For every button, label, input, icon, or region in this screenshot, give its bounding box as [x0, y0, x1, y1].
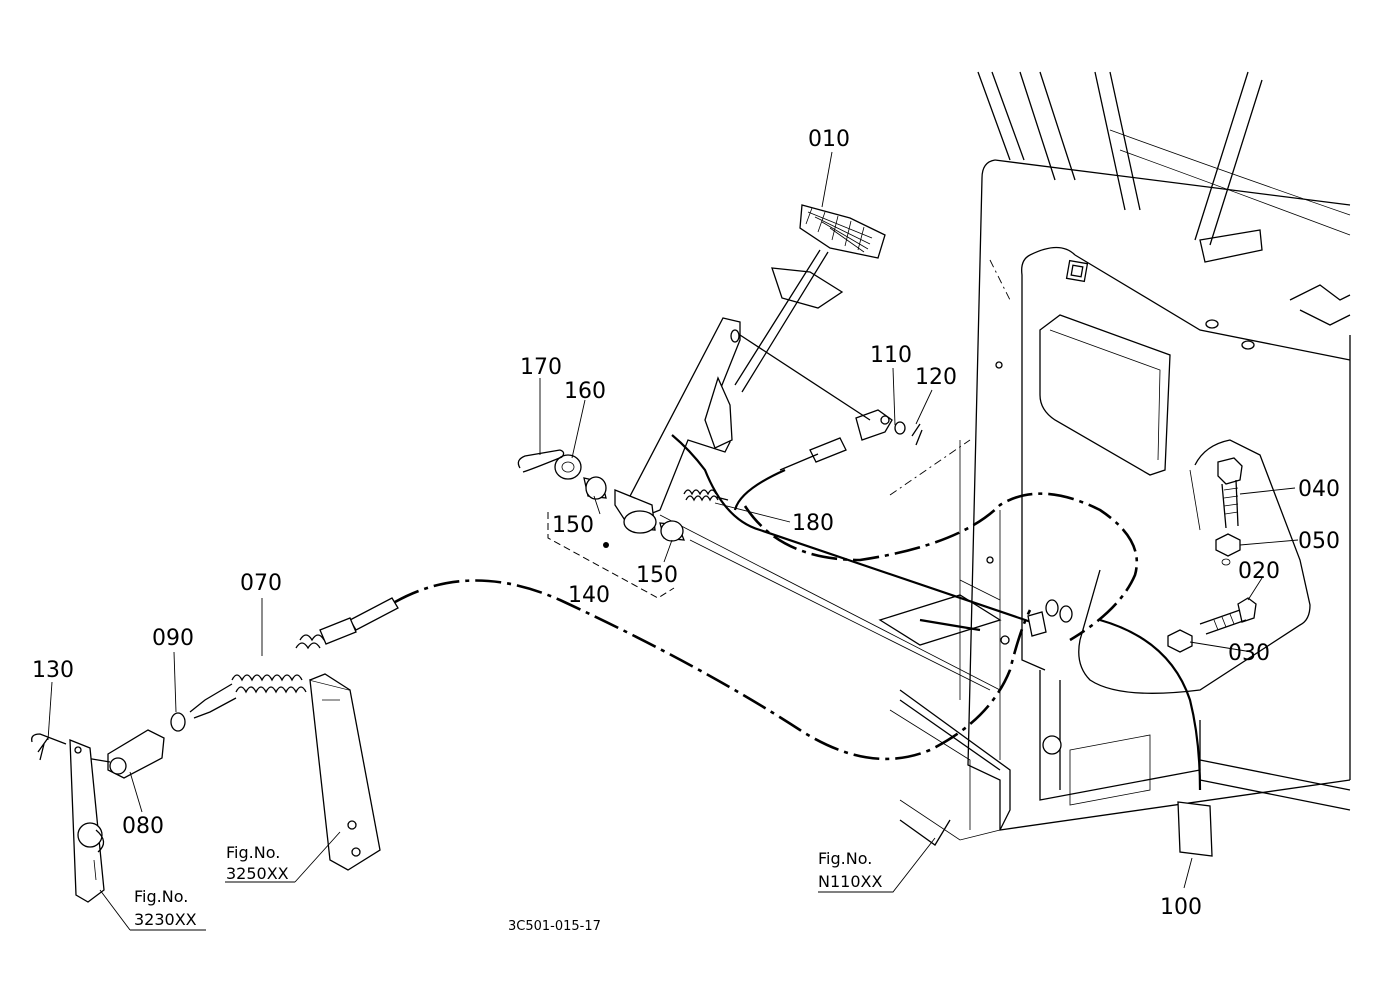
callout-110: 110: [870, 343, 912, 368]
fig-3250-number: 3250XX: [226, 864, 289, 883]
bolt-020: [1199, 597, 1257, 635]
bolt-040: [1217, 457, 1243, 529]
callout-180: 180: [792, 511, 834, 536]
figure-references: Fig.No. 3250XX Fig.No. 3230XX Fig.No. N1…: [134, 843, 882, 929]
fig-n110-label: Fig.No.: [818, 849, 872, 868]
brake-pedal-assembly: [603, 204, 886, 548]
callout-labels: 010 170 160 110 120 040 050 020 030 180 …: [32, 127, 1340, 920]
callout-040: 040: [1298, 477, 1340, 502]
cable-070-boot: [189, 597, 399, 719]
cable-clevis: [739, 334, 923, 471]
clevis-080: [85, 729, 165, 779]
callout-010: 010: [808, 127, 850, 152]
label-100: [1177, 801, 1213, 857]
bracket-3250: [309, 673, 381, 871]
callout-160: 160: [564, 379, 606, 404]
callout-150-left: 150: [552, 513, 594, 538]
fig-3230-label: Fig.No.: [134, 887, 188, 906]
callout-020: 020: [1238, 559, 1280, 584]
callout-150-right: 150: [636, 563, 678, 588]
return-spring-180: [683, 489, 729, 502]
fig-3230-number: 3230XX: [134, 910, 197, 929]
washer-160: [554, 454, 582, 480]
nut-090: [170, 712, 186, 732]
tractor-frame: [659, 71, 1351, 846]
callout-100: 100: [1160, 895, 1202, 920]
cables: [394, 434, 1202, 791]
pedal-pad: [799, 204, 886, 259]
callout-090: 090: [152, 626, 194, 651]
callout-070: 070: [240, 571, 282, 596]
nut-030: [1167, 629, 1193, 653]
group-bracket-140: [547, 512, 675, 599]
callout-130: 130: [32, 658, 74, 683]
pin-130: [31, 733, 67, 761]
callout-120: 120: [915, 365, 957, 390]
leader-lines: [47, 151, 1299, 931]
fig-3250-label: Fig.No.: [226, 843, 280, 862]
callout-030: 030: [1228, 641, 1270, 666]
lever-plate-3230: [69, 739, 105, 903]
cotter-pin-170: [517, 449, 565, 473]
callout-170: 170: [520, 355, 562, 380]
document-id: 3C501-015-17: [508, 919, 601, 934]
callout-140: 140: [568, 583, 610, 608]
fig-n110-number: N110XX: [818, 872, 882, 891]
callout-050: 050: [1298, 529, 1340, 554]
nut-050: [1215, 533, 1241, 566]
callout-080: 080: [122, 814, 164, 839]
